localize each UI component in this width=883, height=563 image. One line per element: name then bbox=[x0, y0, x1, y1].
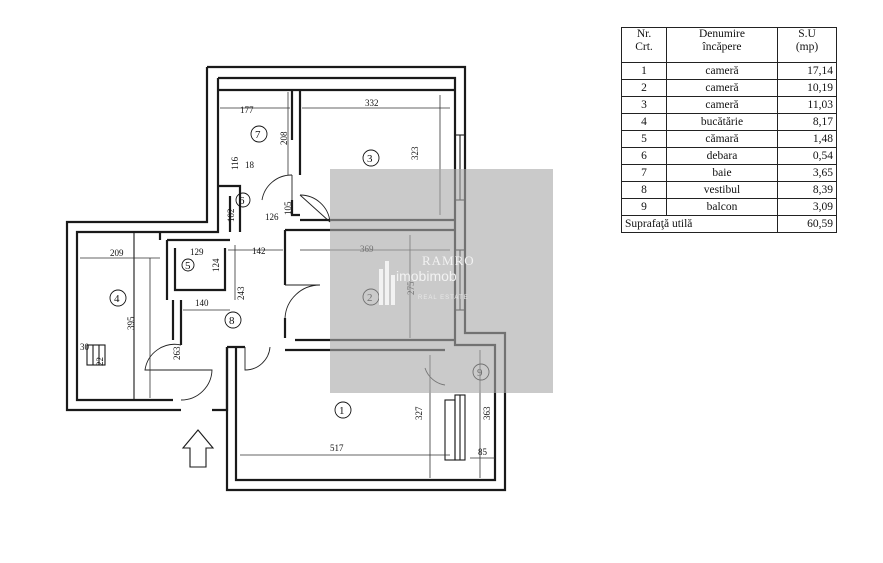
kitchen-hatch bbox=[86, 344, 106, 366]
dim-332: 332 bbox=[365, 98, 379, 108]
total-value: 60,59 bbox=[777, 215, 837, 233]
total-row: Suprafaţă utilă 60,59 bbox=[621, 215, 837, 233]
room-number-3: 3 bbox=[367, 153, 373, 165]
dim-177: 177 bbox=[240, 105, 254, 115]
cell-nr: 4 bbox=[621, 113, 667, 131]
room-number-5: 5 bbox=[185, 260, 191, 272]
cell-nr: 1 bbox=[621, 62, 667, 80]
dim-363: 363 bbox=[482, 406, 492, 420]
dim-263: 263 bbox=[172, 346, 182, 360]
dim-208: 208 bbox=[279, 131, 289, 145]
header-nr: Nr. Crt. bbox=[621, 27, 667, 63]
dim-105: 105 bbox=[283, 201, 293, 215]
cell-nr: 9 bbox=[621, 198, 667, 216]
room-number-8: 8 bbox=[229, 315, 235, 327]
cell-nr: 7 bbox=[621, 164, 667, 182]
cell-su: 1,48 bbox=[777, 130, 837, 148]
room-number-4: 4 bbox=[114, 293, 120, 305]
cell-name: debara bbox=[666, 147, 778, 165]
cell-nr: 5 bbox=[621, 130, 667, 148]
cell-name: bucătărie bbox=[666, 113, 778, 131]
cell-su: 17,14 bbox=[777, 62, 837, 80]
dim-85: 85 bbox=[478, 447, 488, 457]
doors bbox=[144, 174, 446, 401]
watermark-tagline: REAL ESTATE bbox=[418, 295, 469, 301]
watermark-brand-sub: imobimob bbox=[396, 268, 457, 284]
dim-395: 395 bbox=[126, 316, 136, 330]
dim-323: 323 bbox=[410, 146, 420, 160]
cell-name: cameră bbox=[666, 96, 778, 114]
dim-102: 102 bbox=[226, 209, 236, 223]
dim-18: 18 bbox=[245, 160, 255, 170]
cell-su: 8,17 bbox=[777, 113, 837, 131]
table-header-row: Nr. Crt. Denumire încăpere S.U (mp) bbox=[621, 27, 837, 63]
dim-116: 116 bbox=[230, 156, 240, 170]
interior-walls bbox=[158, 88, 455, 352]
dim-140: 140 bbox=[195, 298, 209, 308]
dim-22: 22 bbox=[95, 357, 105, 366]
entrance-arrow-icon bbox=[181, 429, 215, 468]
watermark-brand: RAMRO bbox=[422, 253, 475, 268]
cell-name: vestibul bbox=[666, 181, 778, 199]
room-number-7: 7 bbox=[255, 129, 261, 141]
dim-517: 517 bbox=[330, 443, 344, 453]
cell-nr: 3 bbox=[621, 96, 667, 114]
dim-142: 142 bbox=[252, 246, 266, 256]
header-su: S.U (mp) bbox=[777, 27, 837, 63]
cell-su: 3,09 bbox=[777, 198, 837, 216]
header-name: Denumire încăpere bbox=[666, 27, 778, 63]
cell-su: 10,19 bbox=[777, 79, 837, 97]
cell-nr: 8 bbox=[621, 181, 667, 199]
dim-327: 327 bbox=[414, 406, 424, 420]
cell-name: cămară bbox=[666, 130, 778, 148]
dim-124: 124 bbox=[211, 258, 221, 272]
dim-209: 209 bbox=[110, 248, 124, 258]
cell-name: balcon bbox=[666, 198, 778, 216]
cell-su: 3,65 bbox=[777, 164, 837, 182]
room-number-1: 1 bbox=[339, 405, 345, 417]
dim-129: 129 bbox=[190, 247, 204, 257]
dim-243: 243 bbox=[236, 286, 246, 300]
cell-name: cameră bbox=[666, 62, 778, 80]
cell-su: 11,03 bbox=[777, 96, 837, 114]
total-label: Suprafaţă utilă bbox=[621, 215, 778, 233]
cell-nr: 6 bbox=[621, 147, 667, 165]
cell-su: 0,54 bbox=[777, 147, 837, 165]
cell-nr: 2 bbox=[621, 79, 667, 97]
cell-su: 8,39 bbox=[777, 181, 837, 199]
cell-name: cameră bbox=[666, 79, 778, 97]
dim-30: 30 bbox=[80, 342, 90, 352]
cell-name: baie bbox=[666, 164, 778, 182]
watermark: RAMRO imobimob REAL ESTATE bbox=[330, 169, 553, 393]
room-number-6: 6 bbox=[239, 195, 245, 207]
building-logo-icon bbox=[379, 261, 395, 305]
dim-126: 126 bbox=[265, 212, 279, 222]
